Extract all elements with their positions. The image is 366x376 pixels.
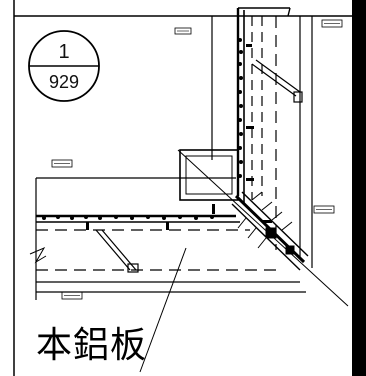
detail-number: 1 — [58, 41, 69, 63]
tag-box — [174, 27, 192, 35]
vertical-wall — [211, 7, 313, 268]
material-callout-label: 本鋁板 — [36, 325, 148, 366]
corner-column — [179, 149, 239, 201]
horizontal-wall — [29, 177, 306, 300]
sheet-number: 929 — [49, 72, 79, 92]
detail-marker: 1 929 — [28, 30, 100, 102]
horizontal-fasteners — [42, 204, 215, 230]
tag-box-hatching — [54, 23, 340, 296]
corner-joint — [177, 149, 349, 307]
horizontal-bracket — [95, 229, 139, 273]
tag-box — [321, 19, 343, 28]
tag-box — [51, 159, 73, 168]
callout-leader-line — [139, 247, 187, 373]
right-edge-bar — [352, 0, 366, 376]
vertical-bracket — [251, 59, 303, 103]
vertical-fasteners — [238, 38, 272, 223]
tag-boxes — [51, 19, 343, 300]
tag-box — [313, 205, 335, 214]
